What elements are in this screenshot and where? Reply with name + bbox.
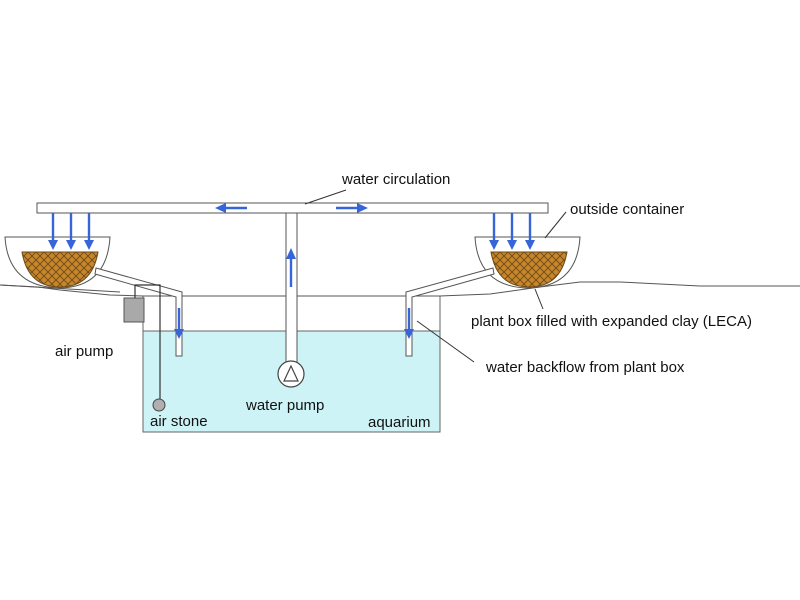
left-outside-container [4,236,111,289]
triangle-in-circle-icon [283,364,299,382]
right-plant-box [490,251,568,288]
air-pump [123,284,161,400]
air-stone [152,398,166,412]
shelf [0,281,800,297]
riser-pipe [285,212,298,364]
left-plant-box [21,251,99,288]
label-water-backflow: water backflow from plant box [485,359,685,376]
right-outside-container [474,236,581,289]
label-plant-box: plant box filled with expanded clay (LEC… [471,313,752,330]
label-air-pump: air pump [55,343,113,360]
label-water-circulation: water circulation [341,171,450,188]
flow-arrows [48,203,535,339]
label-aquarium: aquarium [368,414,431,431]
label-outside-container: outside container [570,201,684,218]
label-water-pump: water pump [245,397,324,414]
right-backflow-pipe [405,267,495,357]
air-pump-body [123,297,145,323]
label-air-stone: air stone [150,413,208,430]
circulation-pipe [36,202,549,214]
leader-lines [304,189,567,363]
water-pump [277,360,305,388]
